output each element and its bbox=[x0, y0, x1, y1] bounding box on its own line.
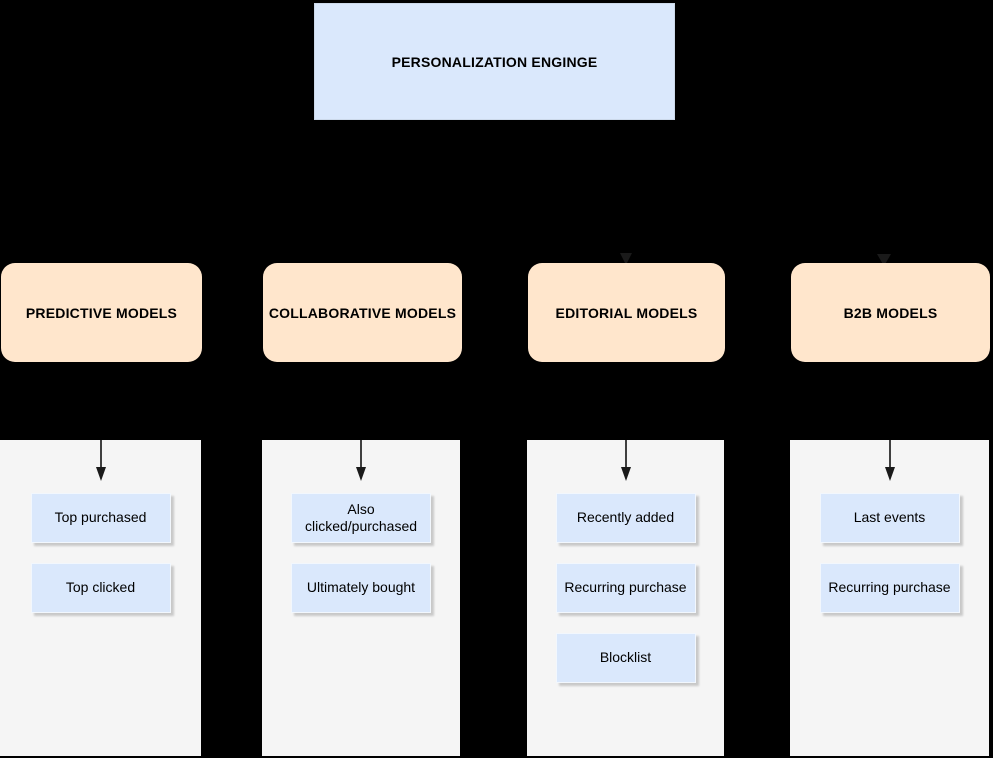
panel-predictive-models: Top purchased Top clicked bbox=[0, 440, 201, 756]
arrow-head bbox=[356, 467, 366, 481]
arrow-shaft bbox=[624, 440, 627, 468]
node-label: PERSONALIZATION ENGINGE bbox=[391, 53, 598, 70]
arrow-shaft bbox=[360, 440, 362, 468]
node-predictive-models: PREDICTIVE MODELS bbox=[1, 263, 202, 362]
arrow-down-icon bbox=[354, 440, 368, 482]
panel-collaborative-models: Also clicked/purchased Ultimately bought bbox=[262, 440, 460, 756]
arrow-down-icon bbox=[883, 440, 897, 482]
arrow-head bbox=[95, 467, 106, 481]
model-item: Recently added bbox=[555, 493, 696, 543]
model-item: Blocklist bbox=[555, 633, 696, 683]
node-b2b-models: B2B MODELS bbox=[791, 263, 990, 362]
node-collaborative-models: COLLABORATIVE MODELS bbox=[263, 263, 462, 362]
model-item: Recurring purchase bbox=[555, 563, 696, 613]
node-personalization-engine: PERSONALIZATION ENGINGE bbox=[314, 3, 675, 120]
connector-arrowhead-icon bbox=[620, 253, 632, 265]
model-item: Top clicked bbox=[30, 563, 171, 613]
panel-editorial-models: Recently added Recurring purchase Blockl… bbox=[527, 440, 724, 756]
node-label: COLLABORATIVE MODELS bbox=[268, 304, 457, 321]
node-editorial-models: EDITORIAL MODELS bbox=[528, 263, 725, 362]
model-item: Also clicked/purchased bbox=[291, 493, 431, 543]
arrow-down-icon bbox=[619, 440, 633, 482]
model-item: Recurring purchase bbox=[819, 563, 960, 613]
arrow-head bbox=[620, 467, 631, 481]
model-item: Top purchased bbox=[30, 493, 171, 543]
node-label: PREDICTIVE MODELS bbox=[25, 304, 178, 321]
arrow-shaft bbox=[99, 440, 102, 468]
arrow-down-icon bbox=[94, 440, 108, 482]
node-label: B2B MODELS bbox=[843, 304, 938, 321]
model-item: Last events bbox=[819, 493, 960, 543]
panel-b2b-models: Last events Recurring purchase bbox=[790, 440, 989, 756]
model-item: Ultimately bought bbox=[291, 563, 431, 613]
arrow-shaft bbox=[888, 440, 891, 468]
node-label: EDITORIAL MODELS bbox=[555, 304, 698, 321]
arrow-head bbox=[884, 467, 895, 481]
